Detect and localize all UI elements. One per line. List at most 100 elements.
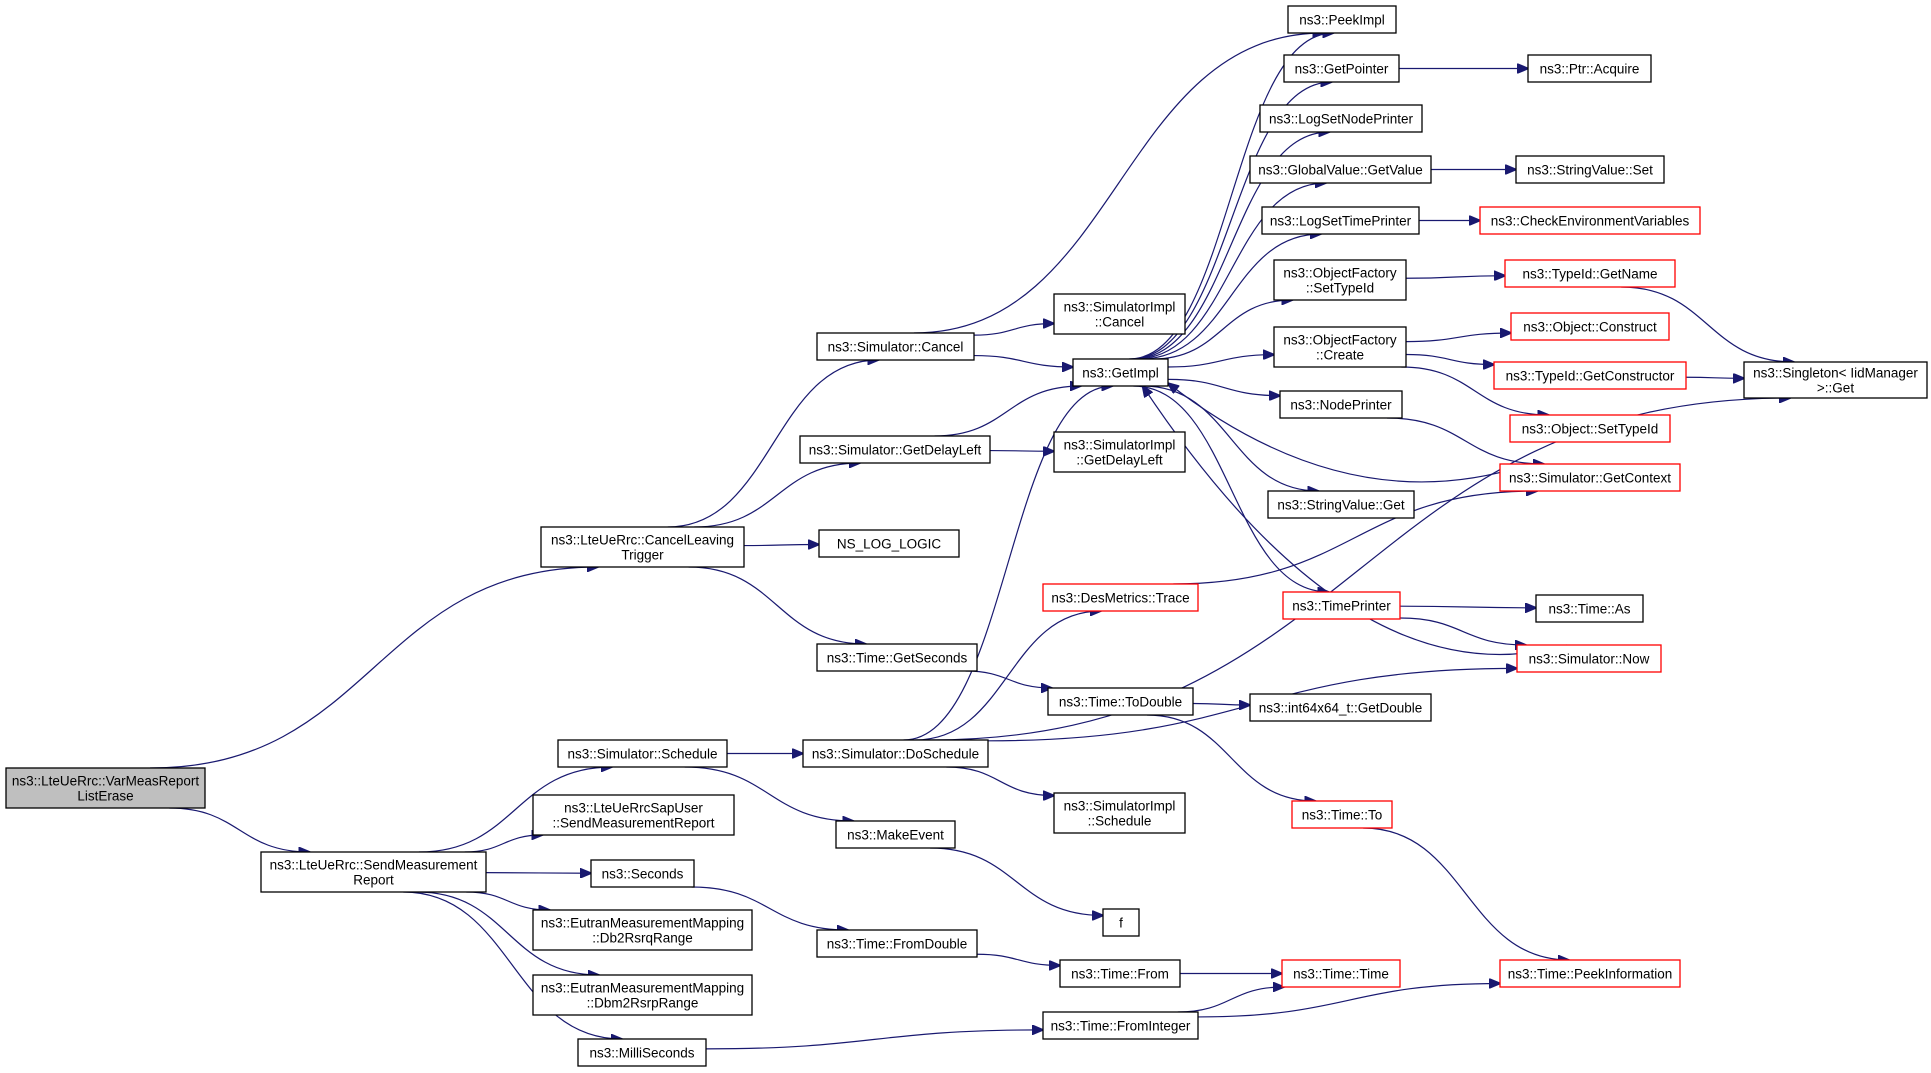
node-label: ns3::SimulatorImpl	[1064, 438, 1176, 453]
node-simGetDelayLeft[interactable]: ns3::Simulator::GetDelayLeft	[799, 435, 991, 464]
node-db2Rsrq[interactable]: ns3::EutranMeasurementMapping::Db2RsrqRa…	[532, 909, 753, 951]
node-simNow[interactable]: ns3::Simulator::Now	[1516, 644, 1662, 673]
node-simImplCancel[interactable]: ns3::SimulatorImpl::Cancel	[1053, 293, 1186, 335]
node-timeTo[interactable]: ns3::Time::To	[1291, 800, 1393, 829]
node-box	[816, 929, 978, 958]
node-int64GetDouble[interactable]: ns3::int64x64_t::GetDouble	[1249, 693, 1432, 722]
node-box	[1527, 54, 1652, 83]
node-nsLogLogic[interactable]: NS_LOG_LOGIC	[818, 529, 960, 558]
node-desMetricsTrace[interactable]: ns3::DesMetrics::Trace	[1042, 583, 1199, 612]
node-seconds[interactable]: ns3::Seconds	[590, 859, 695, 888]
node-timeToDouble[interactable]: ns3::Time::ToDouble	[1047, 687, 1194, 716]
node-sapUser[interactable]: ns3::LteUeRrcSapUser::SendMeasurementRep…	[532, 794, 735, 836]
edge-objFactoryCreate-to-typeIdGetConstructor	[1405, 353, 1494, 365]
node-label: ListErase	[77, 789, 133, 804]
edge-simGetDelayLeft-to-simImplGetDelayLeft	[989, 451, 1054, 452]
node-box	[816, 643, 978, 672]
node-timeTime[interactable]: ns3::Time::Time	[1281, 959, 1401, 988]
node-simDoSchedule[interactable]: ns3::Simulator::DoSchedule	[802, 739, 989, 768]
node-box	[1053, 293, 1186, 335]
edge-simDoSchedule-to-desMetricsTrace	[914, 611, 1101, 741]
edge-objFactoryCreate-to-objectSetTypeId	[1401, 366, 1548, 415]
node-getImpl[interactable]: ns3::GetImpl	[1072, 358, 1169, 387]
node-checkEnvVars[interactable]: ns3::CheckEnvironmentVariables	[1479, 206, 1701, 235]
node-timeFromDouble[interactable]: ns3::Time::FromDouble	[816, 929, 978, 958]
node-label: ::Db2RsrqRange	[592, 931, 693, 946]
node-label: ns3::Time::To	[1302, 808, 1383, 823]
node-objectSetTypeId[interactable]: ns3::Object::SetTypeId	[1509, 414, 1671, 443]
node-box	[1499, 959, 1681, 988]
node-makeEvent[interactable]: ns3::MakeEvent	[835, 820, 956, 849]
edge-typeIdGetConstructor-to-singletonGet	[1685, 377, 1744, 378]
node-typeIdGetName[interactable]: ns3::TypeId::GetName	[1504, 259, 1676, 288]
node-logSetNodePrinter[interactable]: ns3::LogSetNodePrinter	[1259, 104, 1423, 133]
node-f[interactable]: f	[1102, 908, 1140, 937]
edge-sendMeas-to-seconds	[485, 873, 591, 874]
node-box	[1249, 155, 1432, 184]
node-timePrinter[interactable]: ns3::TimePrinter	[1282, 591, 1401, 620]
node-timePeekInfo[interactable]: ns3::Time::PeekInformation	[1499, 959, 1681, 988]
edge-simCancel-to-peekImpl	[913, 33, 1324, 334]
edge-simDoSchedule-to-simImplSchedule	[946, 766, 1054, 796]
node-ptrAcquire[interactable]: ns3::Ptr::Acquire	[1527, 54, 1652, 83]
node-simImplSchedule[interactable]: ns3::SimulatorImpl::Schedule	[1053, 792, 1186, 834]
edge-timeTo-to-timePeekInfo	[1363, 827, 1569, 960]
node-label: ns3::Object::SetTypeId	[1522, 422, 1659, 437]
node-simImplGetDelayLeft[interactable]: ns3::SimulatorImpl::GetDelayLeft	[1053, 431, 1186, 473]
node-label: ns3::Object::Construct	[1523, 320, 1657, 335]
edge-getImpl-to-timePrinter	[1133, 385, 1328, 592]
node-label: >::Get	[1817, 381, 1854, 396]
edge-getImpl-to-objFactoryCreate	[1167, 355, 1274, 368]
node-label: ns3::Ptr::Acquire	[1540, 62, 1640, 77]
node-objectConstruct[interactable]: ns3::Object::Construct	[1510, 312, 1670, 341]
node-simGetContext[interactable]: ns3::Simulator::GetContext	[1499, 463, 1681, 492]
node-objFactorySetTypeId[interactable]: ns3::ObjectFactory::SetTypeId	[1273, 259, 1407, 301]
node-label: ns3::LteUeRrcSapUser	[564, 801, 703, 816]
node-box	[577, 1038, 707, 1067]
node-label: ns3::GetPointer	[1295, 62, 1389, 77]
node-box	[835, 820, 956, 849]
node-nodePrinter[interactable]: ns3::NodePrinter	[1279, 390, 1403, 419]
node-box	[816, 332, 975, 361]
node-milliSeconds[interactable]: ns3::MilliSeconds	[577, 1038, 707, 1067]
node-typeIdGetConstructor[interactable]: ns3::TypeId::GetConstructor	[1493, 361, 1687, 390]
node-logSetTimePrinter[interactable]: ns3::LogSetTimePrinter	[1261, 206, 1420, 235]
node-peekImpl[interactable]: ns3::PeekImpl	[1287, 5, 1397, 34]
node-simSchedule[interactable]: ns3::Simulator::Schedule	[557, 739, 728, 768]
node-label: ns3::NodePrinter	[1290, 398, 1392, 413]
node-timeGetSeconds[interactable]: ns3::Time::GetSeconds	[816, 643, 978, 672]
node-box	[1515, 155, 1665, 184]
node-label: ns3::Singleton< IidManager	[1753, 366, 1918, 381]
edge-getImpl-to-getPointer	[1130, 82, 1331, 360]
node-label: ns3::Time::As	[1548, 602, 1630, 617]
node-label: ns3::MilliSeconds	[589, 1046, 694, 1061]
edge-timeToDouble-to-int64GetDouble	[1192, 703, 1250, 705]
edge-nodePrinter-to-simGetContext	[1387, 417, 1544, 464]
node-label: ns3::GlobalValue::GetValue	[1258, 163, 1423, 178]
node-box	[1535, 594, 1644, 623]
node-sendMeas[interactable]: ns3::LteUeRrc::SendMeasurementReport	[260, 851, 487, 893]
node-box	[1259, 104, 1423, 133]
node-objFactoryCreate[interactable]: ns3::ObjectFactory::Create	[1273, 326, 1407, 368]
node-label: f	[1119, 916, 1123, 931]
node-label: ns3::Time::From	[1071, 967, 1169, 982]
node-singletonGet[interactable]: ns3::Singleton< IidManager>::Get	[1743, 361, 1928, 399]
node-dbm2Rsrp[interactable]: ns3::EutranMeasurementMapping::Dbm2RsrpR…	[532, 974, 753, 1016]
node-stringValueSet[interactable]: ns3::StringValue::Set	[1515, 155, 1665, 184]
edge-milliSeconds-to-timeFromInteger	[705, 1030, 1043, 1050]
node-timeFromInteger[interactable]: ns3::Time::FromInteger	[1042, 1011, 1199, 1040]
node-box	[1053, 792, 1186, 834]
node-getPointer[interactable]: ns3::GetPointer	[1283, 54, 1400, 83]
node-box	[1102, 908, 1140, 937]
node-simCancel[interactable]: ns3::Simulator::Cancel	[816, 332, 975, 361]
node-globalValueGetValue[interactable]: ns3::GlobalValue::GetValue	[1249, 155, 1432, 184]
node-timeAs[interactable]: ns3::Time::As	[1535, 594, 1644, 623]
node-label: ns3::DesMetrics::Trace	[1051, 591, 1189, 606]
node-box	[1267, 490, 1415, 519]
node-box	[1499, 463, 1681, 492]
node-timeFrom[interactable]: ns3::Time::From	[1059, 959, 1181, 988]
node-stringValueGet[interactable]: ns3::StringValue::Get	[1267, 490, 1415, 519]
node-label: ns3::LteUeRrc::CancelLeaving	[551, 533, 734, 548]
